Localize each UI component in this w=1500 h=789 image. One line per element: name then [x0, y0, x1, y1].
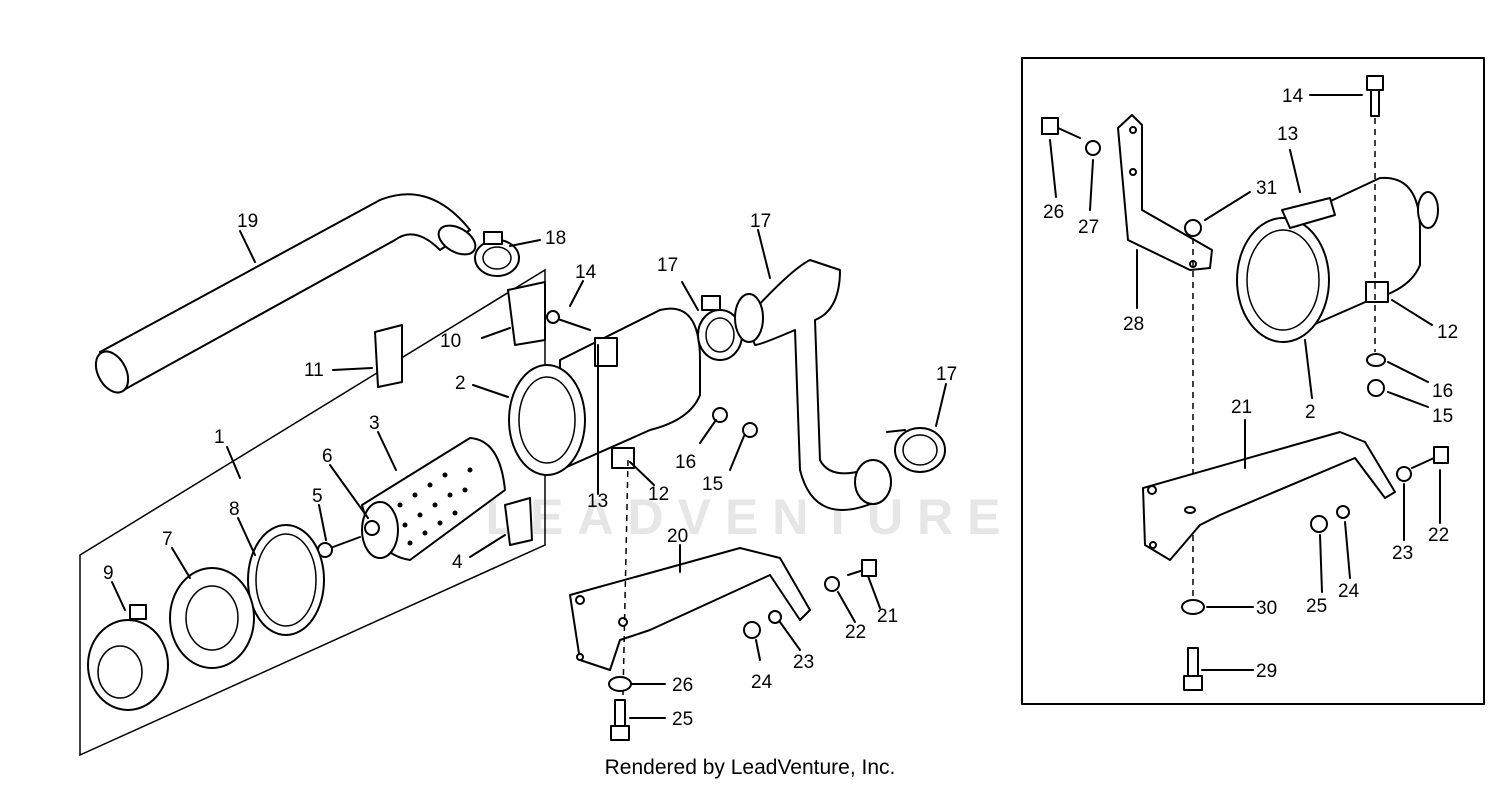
inset-bolt-26 — [1041, 117, 1081, 139]
nut-25 — [743, 621, 761, 639]
callout-6: 6 — [322, 446, 333, 467]
main-assembly: 19 18 14 10 11 17 17 17 2 1 3 6 5 8 7 9 … — [79, 193, 957, 757]
inset-callout-27: 27 — [1078, 217, 1099, 238]
inset-air-cleaner-2 — [1236, 176, 1439, 343]
inset-callout-2: 2 — [1305, 402, 1316, 423]
inset-callout-22: 22 — [1428, 525, 1449, 546]
inset-callout-31: 31 — [1256, 178, 1277, 199]
decal-11 — [374, 324, 403, 388]
inset-washer-23 — [1396, 466, 1412, 482]
callout-25: 24 — [751, 672, 773, 693]
inset-callout-21: 21 — [1231, 397, 1252, 418]
callout-1: 1 — [214, 427, 225, 448]
inset-callout-23: 23 — [1392, 543, 1413, 564]
callout-17-upper: 17 — [657, 255, 678, 276]
callout-15: 15 — [702, 474, 723, 495]
inset-bracket-21 — [1142, 431, 1396, 561]
clamp-17-lower — [886, 427, 946, 473]
inset-callout-13: 13 — [1277, 124, 1298, 145]
clamp-17-upper — [697, 295, 743, 361]
inset-nut-25 — [1310, 515, 1328, 533]
inset-callout-15: 15 — [1432, 406, 1453, 427]
callout-16: 16 — [675, 452, 696, 473]
callout-21: 20 — [667, 526, 688, 547]
alignment-line — [622, 459, 629, 696]
callout-24: 23 — [793, 652, 814, 673]
callout-23: 22 — [845, 622, 866, 643]
nut-15 — [742, 422, 758, 438]
gasket-8 — [247, 524, 325, 636]
callout-19: 18 — [545, 228, 566, 249]
callout-14: 14 — [575, 262, 597, 283]
filter-element-3 — [361, 437, 506, 561]
inset-frame — [1021, 57, 1485, 705]
clamp-19 — [474, 231, 520, 277]
hose-18 — [734, 259, 892, 511]
washer-27 — [608, 676, 632, 692]
callout-3: 3 — [369, 413, 380, 434]
inset-callout-29: 29 — [1256, 661, 1277, 682]
inset-callout-30: 30 — [1256, 598, 1277, 619]
washer-23 — [824, 576, 840, 592]
callout-11: 11 — [304, 360, 324, 381]
decal-10 — [507, 281, 546, 346]
callout-8: 8 — [229, 499, 240, 520]
bolt-14 — [546, 310, 591, 331]
watermark-text: LEADVENTURE — [485, 489, 1015, 545]
inset-callout-14: 14 — [1282, 86, 1304, 107]
callout-5: 5 — [312, 486, 323, 507]
inset-callout-26: 26 — [1043, 202, 1064, 223]
callout-10: 10 — [440, 331, 461, 352]
inset-callout-25: 25 — [1306, 596, 1327, 617]
cup-9 — [87, 604, 169, 711]
inset-callout-24: 24 — [1338, 581, 1360, 602]
leader-lines — [111, 229, 947, 719]
inset-bolt-22 — [1411, 446, 1449, 469]
footer-credit: Rendered by LeadVenture, Inc. — [604, 756, 896, 779]
inset-nut-31 — [1184, 219, 1202, 237]
callout-13: 13 — [587, 491, 608, 512]
callout-12: 12 — [648, 484, 669, 505]
inset-lockwasher-24 — [1336, 505, 1350, 519]
inset-washer-30 — [1181, 599, 1205, 615]
callout-17-lower: 17 — [936, 364, 957, 385]
inset-callout-16: 16 — [1432, 381, 1453, 402]
bolt-22 — [847, 559, 877, 577]
wing-nut-5 — [317, 536, 361, 558]
inset-nut-15 — [1367, 379, 1385, 397]
callout-4: 4 — [452, 552, 463, 573]
lockwasher-24 — [768, 610, 782, 624]
cover-7 — [169, 567, 255, 669]
callout-20: 19 — [237, 211, 258, 232]
inset-bracket-28 — [1117, 114, 1213, 271]
hose-20 — [94, 193, 477, 394]
callout-22: 21 — [877, 606, 898, 627]
inset-bolt-29 — [1183, 647, 1203, 691]
callout-27: 26 — [672, 675, 693, 696]
bolt-26 — [610, 699, 630, 741]
bracket-21 — [569, 547, 811, 671]
inset-callout-28: 28 — [1123, 314, 1144, 335]
air-cleaner-body-2 — [508, 307, 701, 476]
callout-26: 25 — [672, 709, 693, 730]
washer-16 — [712, 407, 728, 423]
inset-washer-27 — [1085, 140, 1101, 156]
inset-assembly: 14 13 26 27 31 28 12 2 16 15 21 22 23 24… — [1021, 57, 1485, 705]
inset-leader-lines — [1049, 94, 1441, 671]
callout-2: 2 — [455, 373, 466, 394]
inset-washer-16 — [1366, 353, 1386, 367]
inset-bolt-14 — [1366, 75, 1384, 117]
callout-18: 17 — [750, 211, 771, 232]
inset-callout-12: 12 — [1437, 322, 1458, 343]
decal-4 — [504, 497, 533, 546]
callout-9: 9 — [103, 563, 114, 584]
callout-7: 7 — [162, 529, 173, 550]
